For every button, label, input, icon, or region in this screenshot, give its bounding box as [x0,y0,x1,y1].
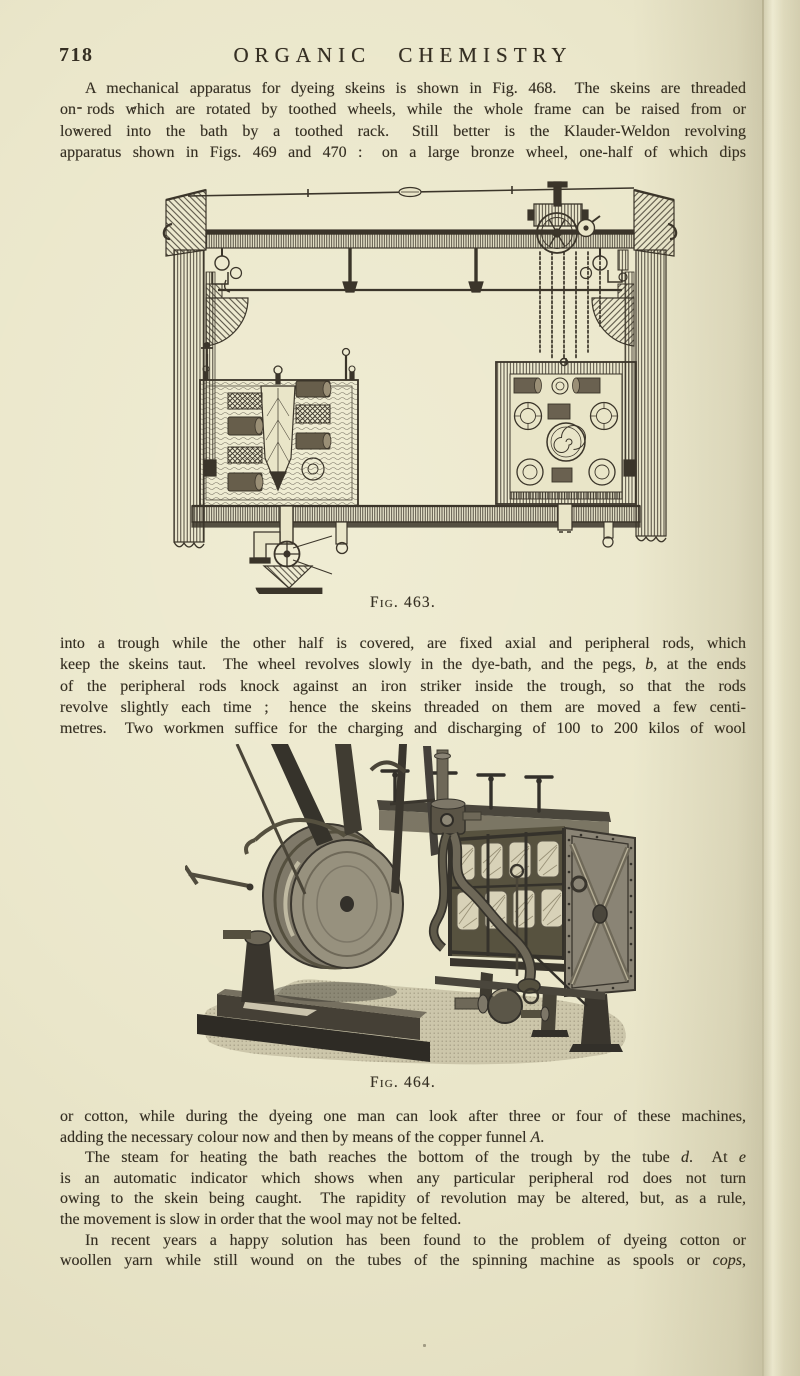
italic-term: A [530,1128,541,1146]
figure-464-caption: Fig. 464. [370,1074,436,1091]
vat-stub-pipe [557,503,614,548]
dye-vat [448,826,568,972]
text-run: . [540,1128,545,1146]
text-line: the movement is slow in order that the w… [60,1210,746,1231]
text-run: keep the skeins taut. The wheel revolves… [60,656,646,674]
text-run: woollen yarn while still wound on the tu… [60,1252,713,1270]
left-pulley-hanger [211,248,243,293]
suspended-vat [495,358,637,505]
text-run: owing to the skein being caught. The rap… [60,1190,746,1208]
figure-463 [160,176,680,594]
figure-464 [185,744,643,1066]
steam-pipes [369,749,541,994]
text-line: on rods which are rotated by toothed whe… [60,99,746,120]
text-run: on rods which are rotated by toothed whe… [60,101,746,119]
fixed-vat [199,365,359,507]
page-number: 718 [59,44,94,66]
italic-term: d [681,1149,690,1167]
text-run: or cotton, while during the dyeing one m… [60,1108,746,1125]
text-run: . At [689,1149,739,1167]
text-line: owing to the skein being caught. The rap… [60,1189,746,1210]
drive-lever [185,864,254,891]
figure-463-caption: Fig. 463. [370,594,436,611]
right-pulley-hanger [579,248,629,283]
winding-gear [527,181,601,254]
text-run: , [742,1252,746,1270]
text-line: A mechanical apparatus for dyeing skeins… [60,78,746,99]
print-speck [77,107,82,109]
end-panel [564,826,636,998]
text-run: A mechanical apparatus for dyeing skeins… [85,80,746,97]
text-line: is an automatic indicator which shows wh… [60,1169,746,1190]
paragraph-1: A mechanical apparatus for dyeing skeins… [60,78,746,163]
left-column [162,188,217,549]
text-run: of the peripheral rods knock against an … [60,677,746,695]
italic-term: cops [712,1252,742,1270]
closing-paragraphs: or cotton, while during the dyeing one m… [60,1107,746,1272]
standpipe-valve [201,341,351,380]
flywheel [223,823,404,1002]
text-run: into a trough while the other half is co… [60,635,746,652]
tie-rod [187,186,635,198]
italic-term: e [738,1149,746,1167]
text-line: lowered into the bath by a toothed rack.… [60,121,746,142]
print-speck [423,1344,426,1347]
text-run: lowered into the bath by a toothed rack.… [60,122,746,140]
text-run: the movement is slow in order that the w… [60,1210,462,1228]
figure-464-halftone [185,744,636,1065]
italic-term: b [645,656,654,674]
text-line: adding the necessary colour now and then… [60,1128,746,1149]
text-line: woollen yarn while still wound on the tu… [60,1251,746,1272]
text-run: apparatus shown in Figs. 469 and 470 : o… [60,143,746,161]
text-run: revolve slightly each time ; hence the s… [60,698,746,716]
print-speck [132,107,136,109]
text-line: revolve slightly each time ; hence the s… [60,697,746,718]
text-line: apparatus shown in Figs. 469 and 470 : o… [60,142,746,163]
text-run: is an automatic indicator which shows wh… [60,1169,746,1187]
text-line: into a trough while the other half is co… [60,633,746,654]
rack-beam [205,229,635,293]
right-gusset [591,283,635,347]
print-speck [76,129,80,131]
left-gusset [205,283,249,347]
text-run: In recent years a happy solution has bee… [85,1231,746,1249]
text-line: The steam for heating the bath reaches t… [60,1148,746,1169]
text-line: or cotton, while during the dyeing one m… [60,1107,746,1128]
text-line: metres. Two workmen suffice for the char… [60,718,746,739]
bottom-rail [191,504,641,528]
text-run: adding the necessary colour now and then… [60,1128,531,1146]
paragraph-2: into a trough while the other half is co… [60,633,746,739]
text-line: In recent years a happy solution has bee… [60,1231,746,1252]
drain-and-funnel [249,505,349,594]
text-run: , at the ends [653,656,746,674]
figure-463-engraving [162,181,678,594]
text-run: metres. Two workmen suffice for the char… [60,720,746,738]
pump [454,987,550,1024]
running-title: ORGANIC CHEMISTRY [233,43,573,67]
page-crease [762,0,764,1376]
hoisting-chains [539,251,601,359]
text-line: of the peripheral rods knock against an … [60,676,746,697]
text-line: keep the skeins taut. The wheel revolves… [60,654,746,675]
text-run: The steam for heating the bath reaches t… [85,1149,682,1167]
